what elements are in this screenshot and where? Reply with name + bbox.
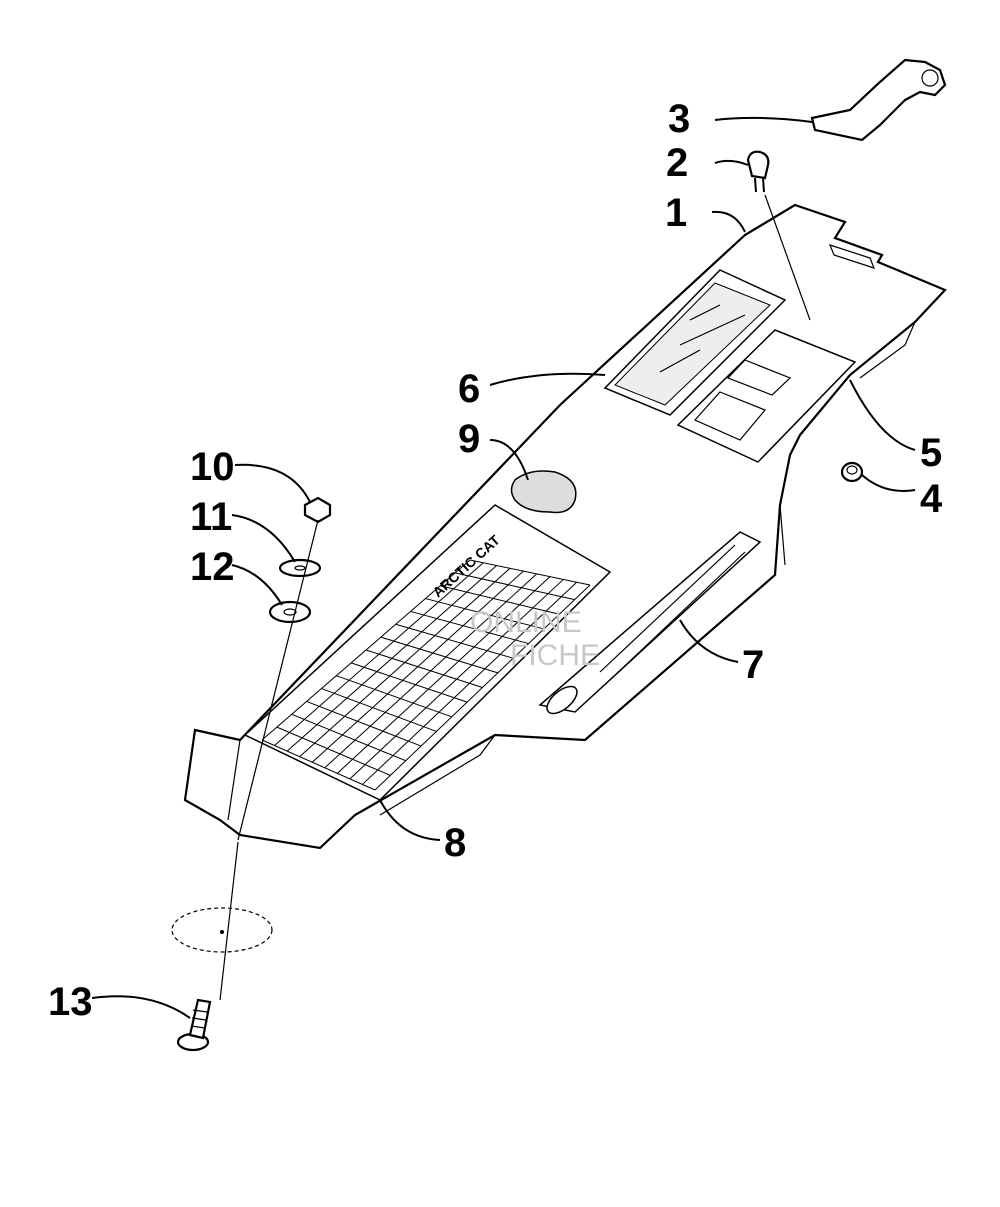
- assembly-line-upper: [237, 519, 319, 841]
- decal-grid-row: [455, 572, 575, 601]
- decal-grid-col: [261, 559, 471, 741]
- decal-grid-col: [324, 573, 538, 769]
- callout-5: 5: [920, 431, 942, 475]
- decal-grid-row: [469, 559, 591, 586]
- leader-lines: [91, 116, 916, 1019]
- callout-2: 2: [666, 141, 688, 185]
- decal-grid-col: [274, 562, 484, 746]
- washer-part-12: [268, 600, 312, 624]
- decal-grid-col: [299, 567, 511, 758]
- bolt-part-13: [176, 998, 212, 1052]
- callout-6: 6: [458, 367, 480, 411]
- decal-grid-col: [362, 581, 578, 785]
- decal-grid-row: [321, 688, 437, 732]
- decal-grid-row: [440, 585, 560, 615]
- decal-5: [676, 329, 857, 463]
- callout-labels: 3 2 1 6 9 5 4 10 11 12 7 8 13: [48, 97, 943, 1024]
- callout-11: 11: [190, 495, 232, 539]
- decal-grid-col: [286, 565, 497, 752]
- screw-part-2: [746, 150, 811, 321]
- nut-part-10: [303, 496, 332, 524]
- callout-4: 4: [920, 477, 943, 521]
- callout-12: 12: [190, 545, 235, 589]
- decal-grid-col: [374, 584, 591, 791]
- decal-9: [510, 470, 577, 514]
- callout-9: 9: [458, 417, 480, 461]
- decal-8: ARCTIC CAT: [243, 504, 612, 801]
- bracket-part-3: [810, 58, 947, 142]
- decal-grid-row: [291, 713, 406, 762]
- decal-7: [538, 531, 762, 715]
- decal-grid-row: [336, 675, 452, 718]
- callout-1: 1: [665, 191, 687, 235]
- decal-grid-row: [425, 598, 545, 630]
- decal-grid-row: [380, 636, 499, 674]
- washer-part-11: [278, 558, 322, 578]
- decal-grid-row: [350, 662, 468, 703]
- callout-3: 3: [668, 97, 690, 141]
- callout-10: 10: [190, 445, 235, 489]
- decal-6: [603, 269, 787, 416]
- watermark-line-1: ONLINE: [470, 606, 582, 639]
- assembly-line-lower: [219, 841, 239, 1001]
- decal-grid-col: [311, 570, 524, 763]
- decal-grid-row: [395, 623, 514, 659]
- decal-grid-col: [349, 579, 564, 780]
- callout-13: 13: [48, 980, 93, 1024]
- decal-grid-row: [410, 610, 529, 645]
- decal-grid-row: [276, 726, 391, 776]
- decal-grid-row: [261, 739, 376, 791]
- watermark: ONLINE FICHE: [470, 606, 600, 672]
- callout-8: 8: [444, 821, 466, 865]
- grommet-part-4: [840, 461, 864, 483]
- watermark-line-2: FICHE: [510, 639, 600, 672]
- decal-grid-col: [336, 576, 551, 774]
- callout-7: 7: [742, 643, 764, 687]
- decal-grid-row: [365, 649, 483, 688]
- decal-grid-row: [306, 700, 422, 747]
- oval-pad: [171, 907, 273, 953]
